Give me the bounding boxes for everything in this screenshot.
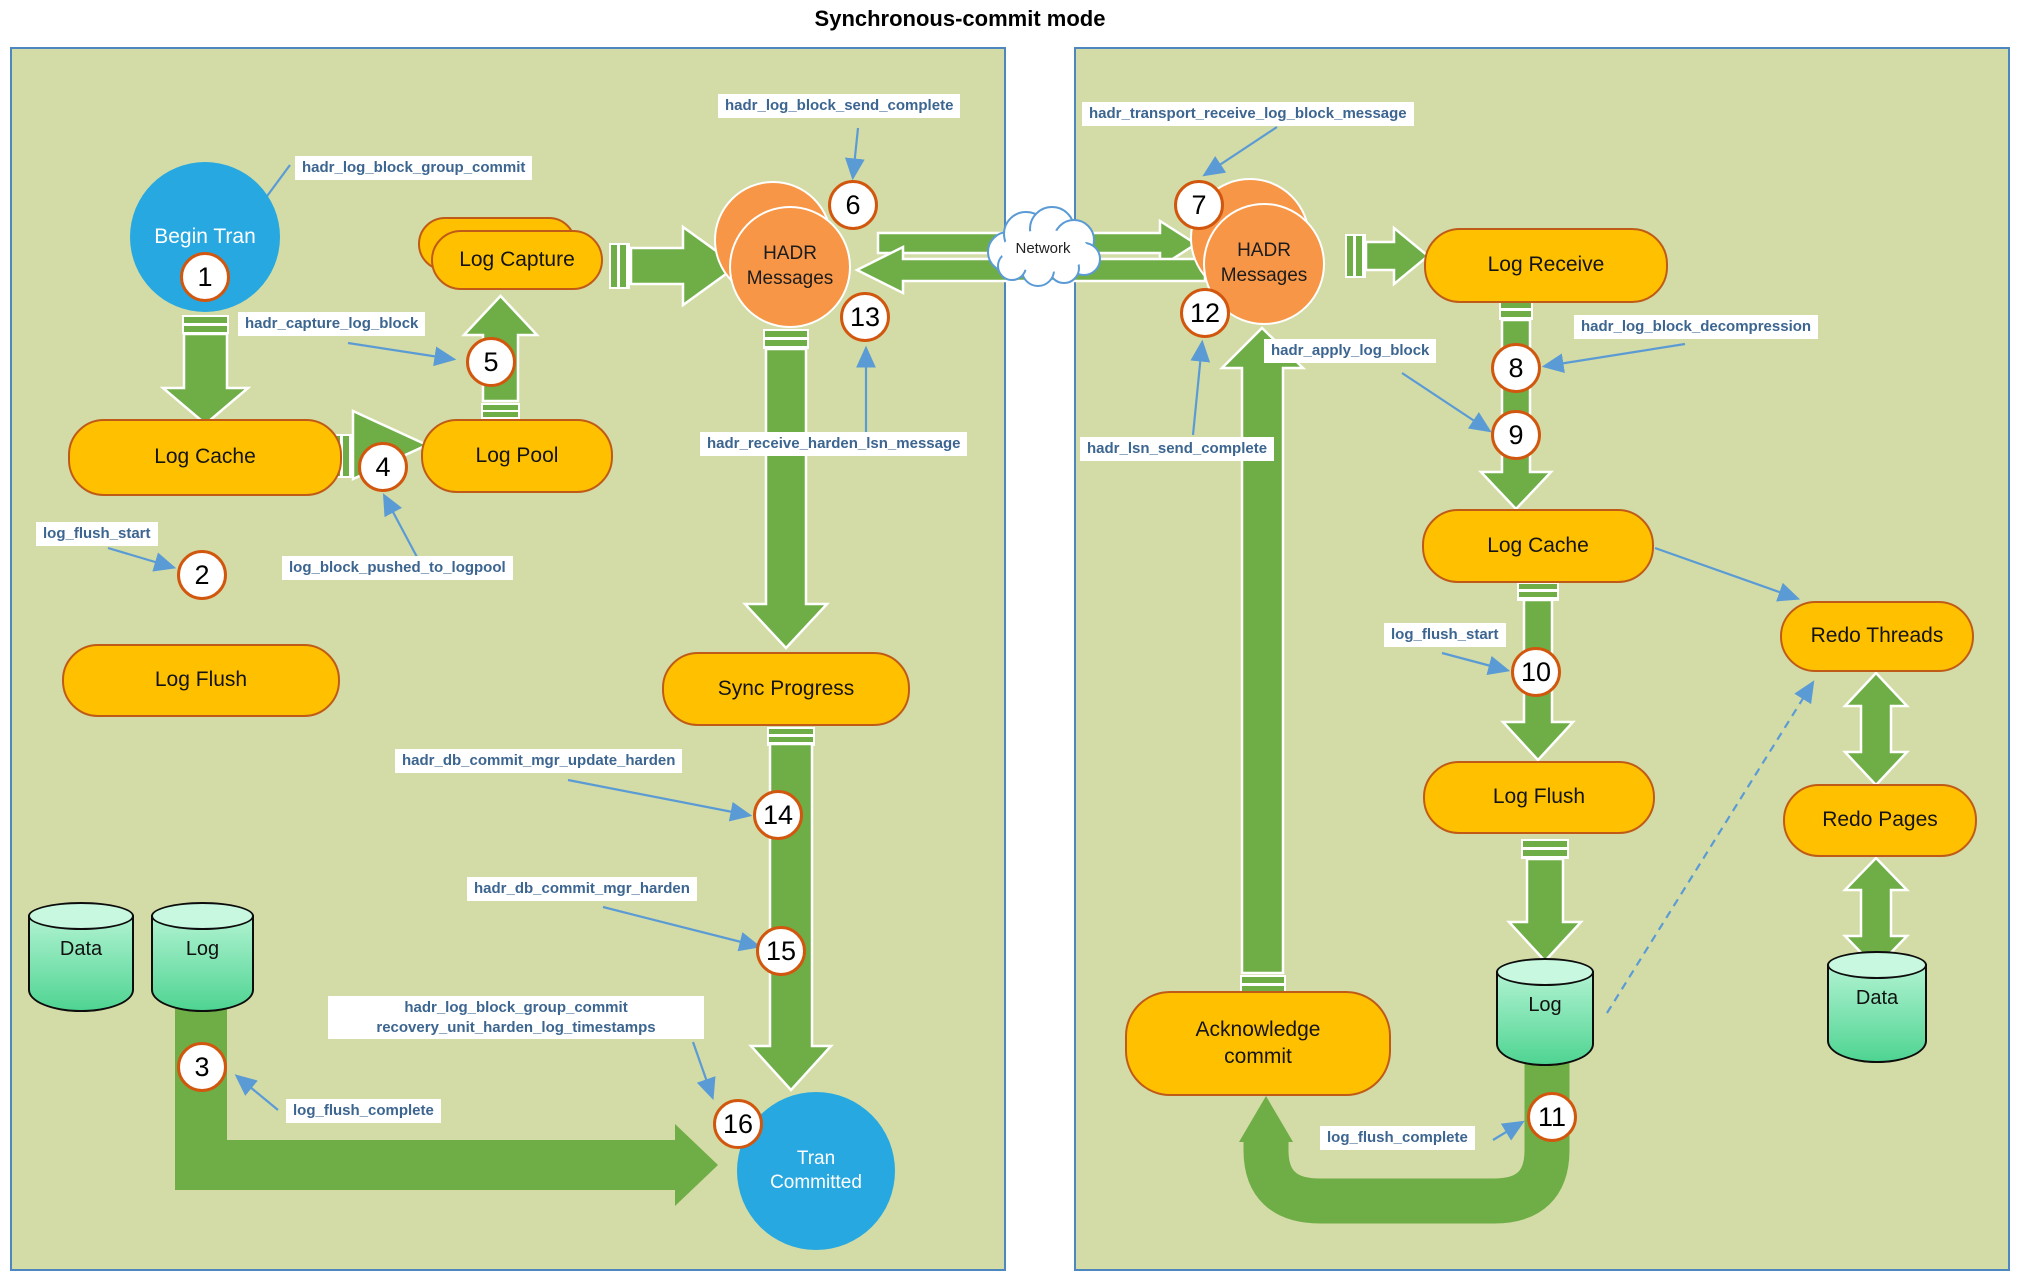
badge-step-14: 14 — [753, 790, 803, 840]
log-pool-label: Log Pool — [475, 443, 559, 467]
tag-hadr-capture-log-block: hadr_capture_log_block — [238, 312, 426, 336]
tag-hadr-lsn-send-complete: hadr_lsn_send_complete — [1080, 437, 1275, 461]
log-capture-node: Log Capture — [431, 230, 603, 290]
log-flush-primary-node: Log Flush — [62, 644, 340, 717]
log-receive-node: Log Receive — [1424, 228, 1668, 303]
log-flush-primary-label: Log Flush — [154, 668, 248, 692]
log-cache-secondary-label: Log Cache — [1487, 533, 1589, 557]
data-primary-cylinder: Data — [28, 902, 134, 1012]
log-capture-label: Log Capture — [459, 247, 575, 271]
tag-log-flush-complete-secondary: log_flush_complete — [1320, 1126, 1475, 1150]
hadr-messages-primary-node: HADR Messages — [729, 206, 851, 328]
tag-hadr-log-block-send-complete: hadr_log_block_send_complete — [718, 94, 961, 118]
hadr-messages-secondary-label: HADR Messages — [1220, 240, 1308, 286]
cylinder-top — [28, 902, 134, 930]
tag-group-commit-line2: recovery_unit_harden_log_timestamps — [376, 1018, 656, 1036]
redo-pages-node: Redo Pages — [1783, 784, 1977, 857]
badge-step-10: 10 — [1511, 647, 1561, 697]
begin-tran-label: Begin Tran — [154, 224, 256, 248]
badge-step-1: 1 — [180, 252, 230, 302]
cylinder-top — [151, 902, 254, 930]
acknowledge-commit-label: Acknowledge commit — [1195, 1018, 1321, 1068]
tag-log-flush-start-secondary: log_flush_start — [1384, 623, 1506, 647]
badge-step-9: 9 — [1491, 410, 1541, 460]
data-secondary-label: Data — [1855, 987, 1899, 1009]
tag-group-commit-recovery-unit: hadr_log_block_group_commit recovery_uni… — [328, 996, 704, 1039]
tran-committed-label: Tran Committed — [770, 1148, 862, 1193]
badge-step-3: 3 — [177, 1042, 227, 1092]
redo-threads-node: Redo Threads — [1780, 601, 1974, 672]
tag-hadr-log-block-group-commit: hadr_log_block_group_commit — [295, 156, 533, 180]
badge-step-7: 7 — [1174, 180, 1224, 230]
badge-step-13: 13 — [840, 292, 890, 342]
log-primary-cylinder: Log — [151, 902, 254, 1012]
network-label: Network — [1015, 240, 1071, 257]
tran-committed-node: Tran Committed — [737, 1092, 895, 1250]
log-secondary-cylinder: Log — [1496, 958, 1594, 1066]
log-flush-secondary-label: Log Flush — [1492, 785, 1586, 809]
redo-pages-label: Redo Pages — [1822, 808, 1938, 832]
cylinder-body — [1827, 964, 1927, 1063]
log-cache-secondary-node: Log Cache — [1422, 509, 1654, 583]
cylinder-body — [28, 915, 134, 1012]
badge-step-8: 8 — [1491, 343, 1541, 393]
badge-step-11: 11 — [1527, 1092, 1577, 1142]
badge-step-5: 5 — [466, 337, 516, 387]
tag-hadr-receive-harden-lsn-message: hadr_receive_harden_lsn_message — [700, 432, 968, 456]
badge-step-16: 16 — [713, 1099, 763, 1149]
tag-hadr-transport-receive-log-block-message: hadr_transport_receive_log_block_message — [1082, 102, 1414, 126]
log-secondary-label: Log — [1528, 994, 1562, 1016]
tag-group-commit-line1: hadr_log_block_group_commit — [404, 999, 628, 1016]
log-cache-primary-label: Log Cache — [154, 445, 256, 469]
cylinder-top — [1496, 958, 1594, 986]
log-flush-secondary-node: Log Flush — [1423, 761, 1655, 834]
hadr-messages-primary-label: HADR Messages — [746, 243, 834, 289]
tag-log-block-pushed-to-logpool: log_block_pushed_to_logpool — [282, 556, 513, 580]
log-primary-label: Log — [185, 938, 220, 960]
cloud-bump — [1021, 253, 1055, 287]
badge-step-4: 4 — [358, 442, 408, 492]
badge-step-15: 15 — [756, 926, 806, 976]
sync-progress-label: Sync Progress — [717, 676, 855, 700]
log-pool-node: Log Pool — [421, 419, 613, 493]
badge-step-12: 12 — [1180, 288, 1230, 338]
log-cache-primary-node: Log Cache — [68, 419, 342, 496]
tag-hadr-db-commit-mgr-update-harden: hadr_db_commit_mgr_update_harden — [395, 749, 683, 773]
diagram-title: Synchronous-commit mode — [814, 6, 1106, 31]
log-receive-label: Log Receive — [1487, 253, 1605, 277]
sync-progress-node: Sync Progress — [662, 652, 910, 726]
tag-log-flush-complete-primary: log_flush_complete — [286, 1099, 441, 1123]
data-primary-label: Data — [59, 938, 103, 960]
tag-hadr-db-commit-mgr-harden: hadr_db_commit_mgr_harden — [467, 877, 697, 901]
tag-log-flush-start-primary: log_flush_start — [36, 522, 158, 546]
redo-threads-label: Redo Threads — [1810, 624, 1944, 648]
acknowledge-commit-node: Acknowledge commit — [1125, 991, 1391, 1096]
tag-hadr-log-block-decompression: hadr_log_block_decompression — [1574, 315, 1819, 339]
cylinder-body — [1496, 971, 1594, 1066]
badge-step-2: 2 — [177, 550, 227, 600]
data-secondary-cylinder: Data — [1827, 951, 1927, 1063]
tag-hadr-apply-log-block: hadr_apply_log_block — [1264, 339, 1437, 363]
cylinder-top — [1827, 951, 1927, 979]
badge-step-6: 6 — [828, 180, 878, 230]
